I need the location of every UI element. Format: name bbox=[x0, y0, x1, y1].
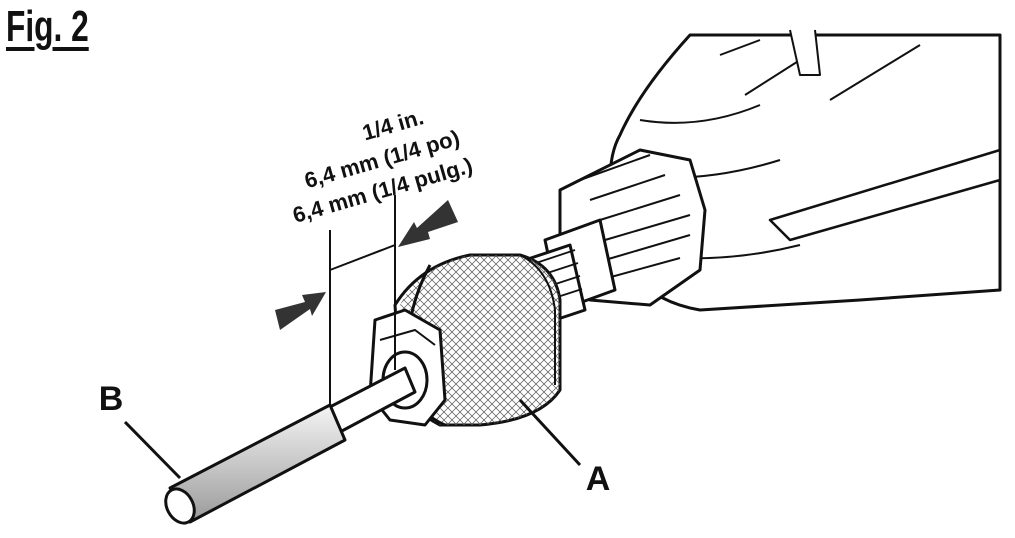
collet-nut bbox=[523, 148, 707, 327]
callout-a: A bbox=[586, 460, 611, 498]
dimension-arrow-left bbox=[275, 292, 326, 330]
bit-shaft bbox=[164, 366, 417, 525]
callout-b: B bbox=[99, 380, 124, 418]
figure-title: Fig. 2 bbox=[6, 2, 89, 51]
dimension-guide bbox=[329, 195, 396, 405]
leader-lines bbox=[123, 398, 582, 480]
dimension-arrow-right bbox=[398, 200, 458, 247]
